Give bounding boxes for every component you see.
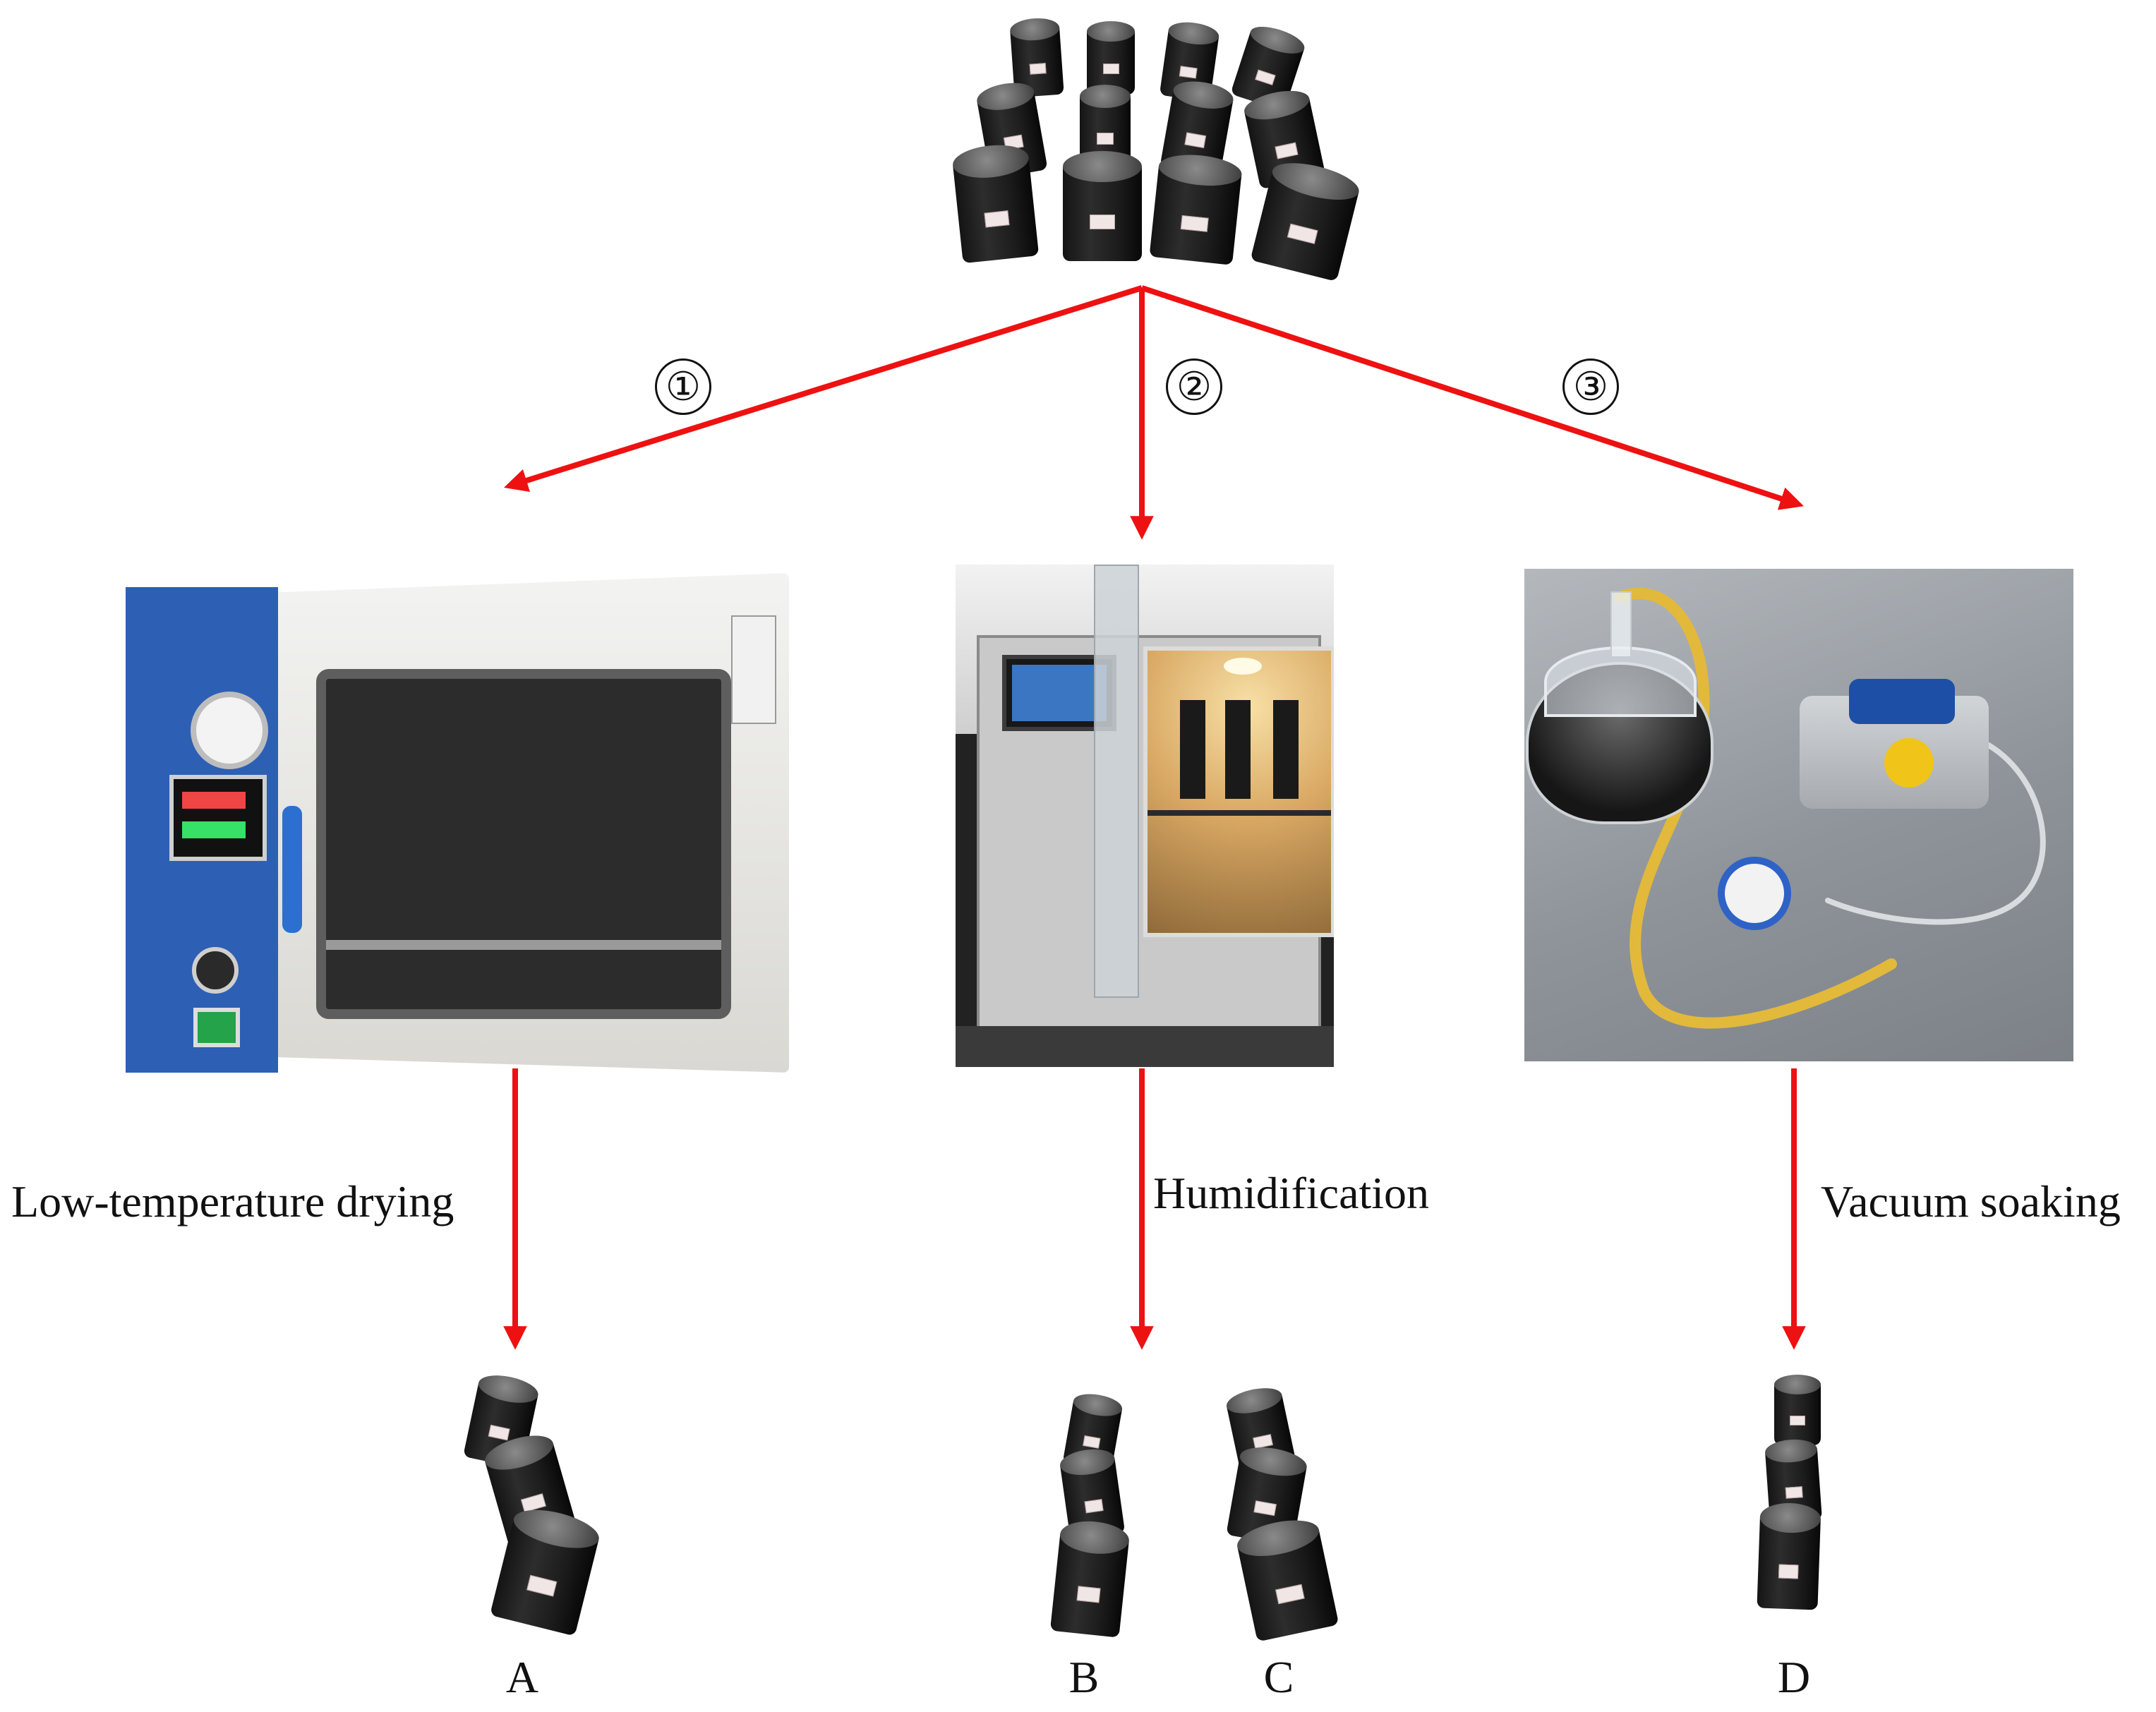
group-label-d: D xyxy=(1777,1652,1811,1702)
temperature-display xyxy=(169,775,267,861)
step-number-3: ③ xyxy=(1562,358,1619,415)
coal-core xyxy=(951,141,1040,264)
humidification-chamber-icon xyxy=(956,565,1334,1067)
vacuum-hose xyxy=(1614,588,2046,1029)
coal-core xyxy=(1063,151,1142,261)
coal-core xyxy=(1087,21,1135,95)
door-handle xyxy=(282,806,302,933)
arrow-step-1 xyxy=(503,285,1143,493)
oven-window xyxy=(316,669,731,1019)
chamber-interior xyxy=(1143,646,1334,937)
pressure-gauge-icon xyxy=(191,692,268,769)
acrylic-tube xyxy=(1094,565,1139,998)
vacuum-drying-oven-icon xyxy=(126,573,789,1073)
arrow-step-3 xyxy=(1140,285,1804,510)
vacuum-pump-desiccator-icon xyxy=(1524,569,2073,1061)
coal-core xyxy=(1149,151,1243,265)
step-number-2: ② xyxy=(1166,358,1222,415)
group-label-c: C xyxy=(1263,1652,1294,1702)
warning-labels xyxy=(731,615,776,724)
coal-core xyxy=(1757,1502,1821,1610)
coal-core xyxy=(1234,1514,1339,1642)
group-label-b: B xyxy=(1068,1652,1100,1702)
power-switch xyxy=(193,1008,240,1047)
vacuum-valve-knob xyxy=(192,947,239,994)
label-vacuum-soaking: Vacuum soaking xyxy=(1821,1176,2121,1226)
label-low-temperature-drying: Low-temperature drying xyxy=(11,1176,454,1226)
vacuum-pump xyxy=(1800,679,1989,809)
coal-core xyxy=(1774,1375,1821,1445)
label-humidification: Humidification xyxy=(1153,1168,1430,1218)
coal-core xyxy=(1049,1518,1131,1638)
vacuum-gauge-icon xyxy=(1718,857,1791,930)
step-number-1: ① xyxy=(655,358,711,415)
group-label-a: A xyxy=(505,1652,539,1702)
